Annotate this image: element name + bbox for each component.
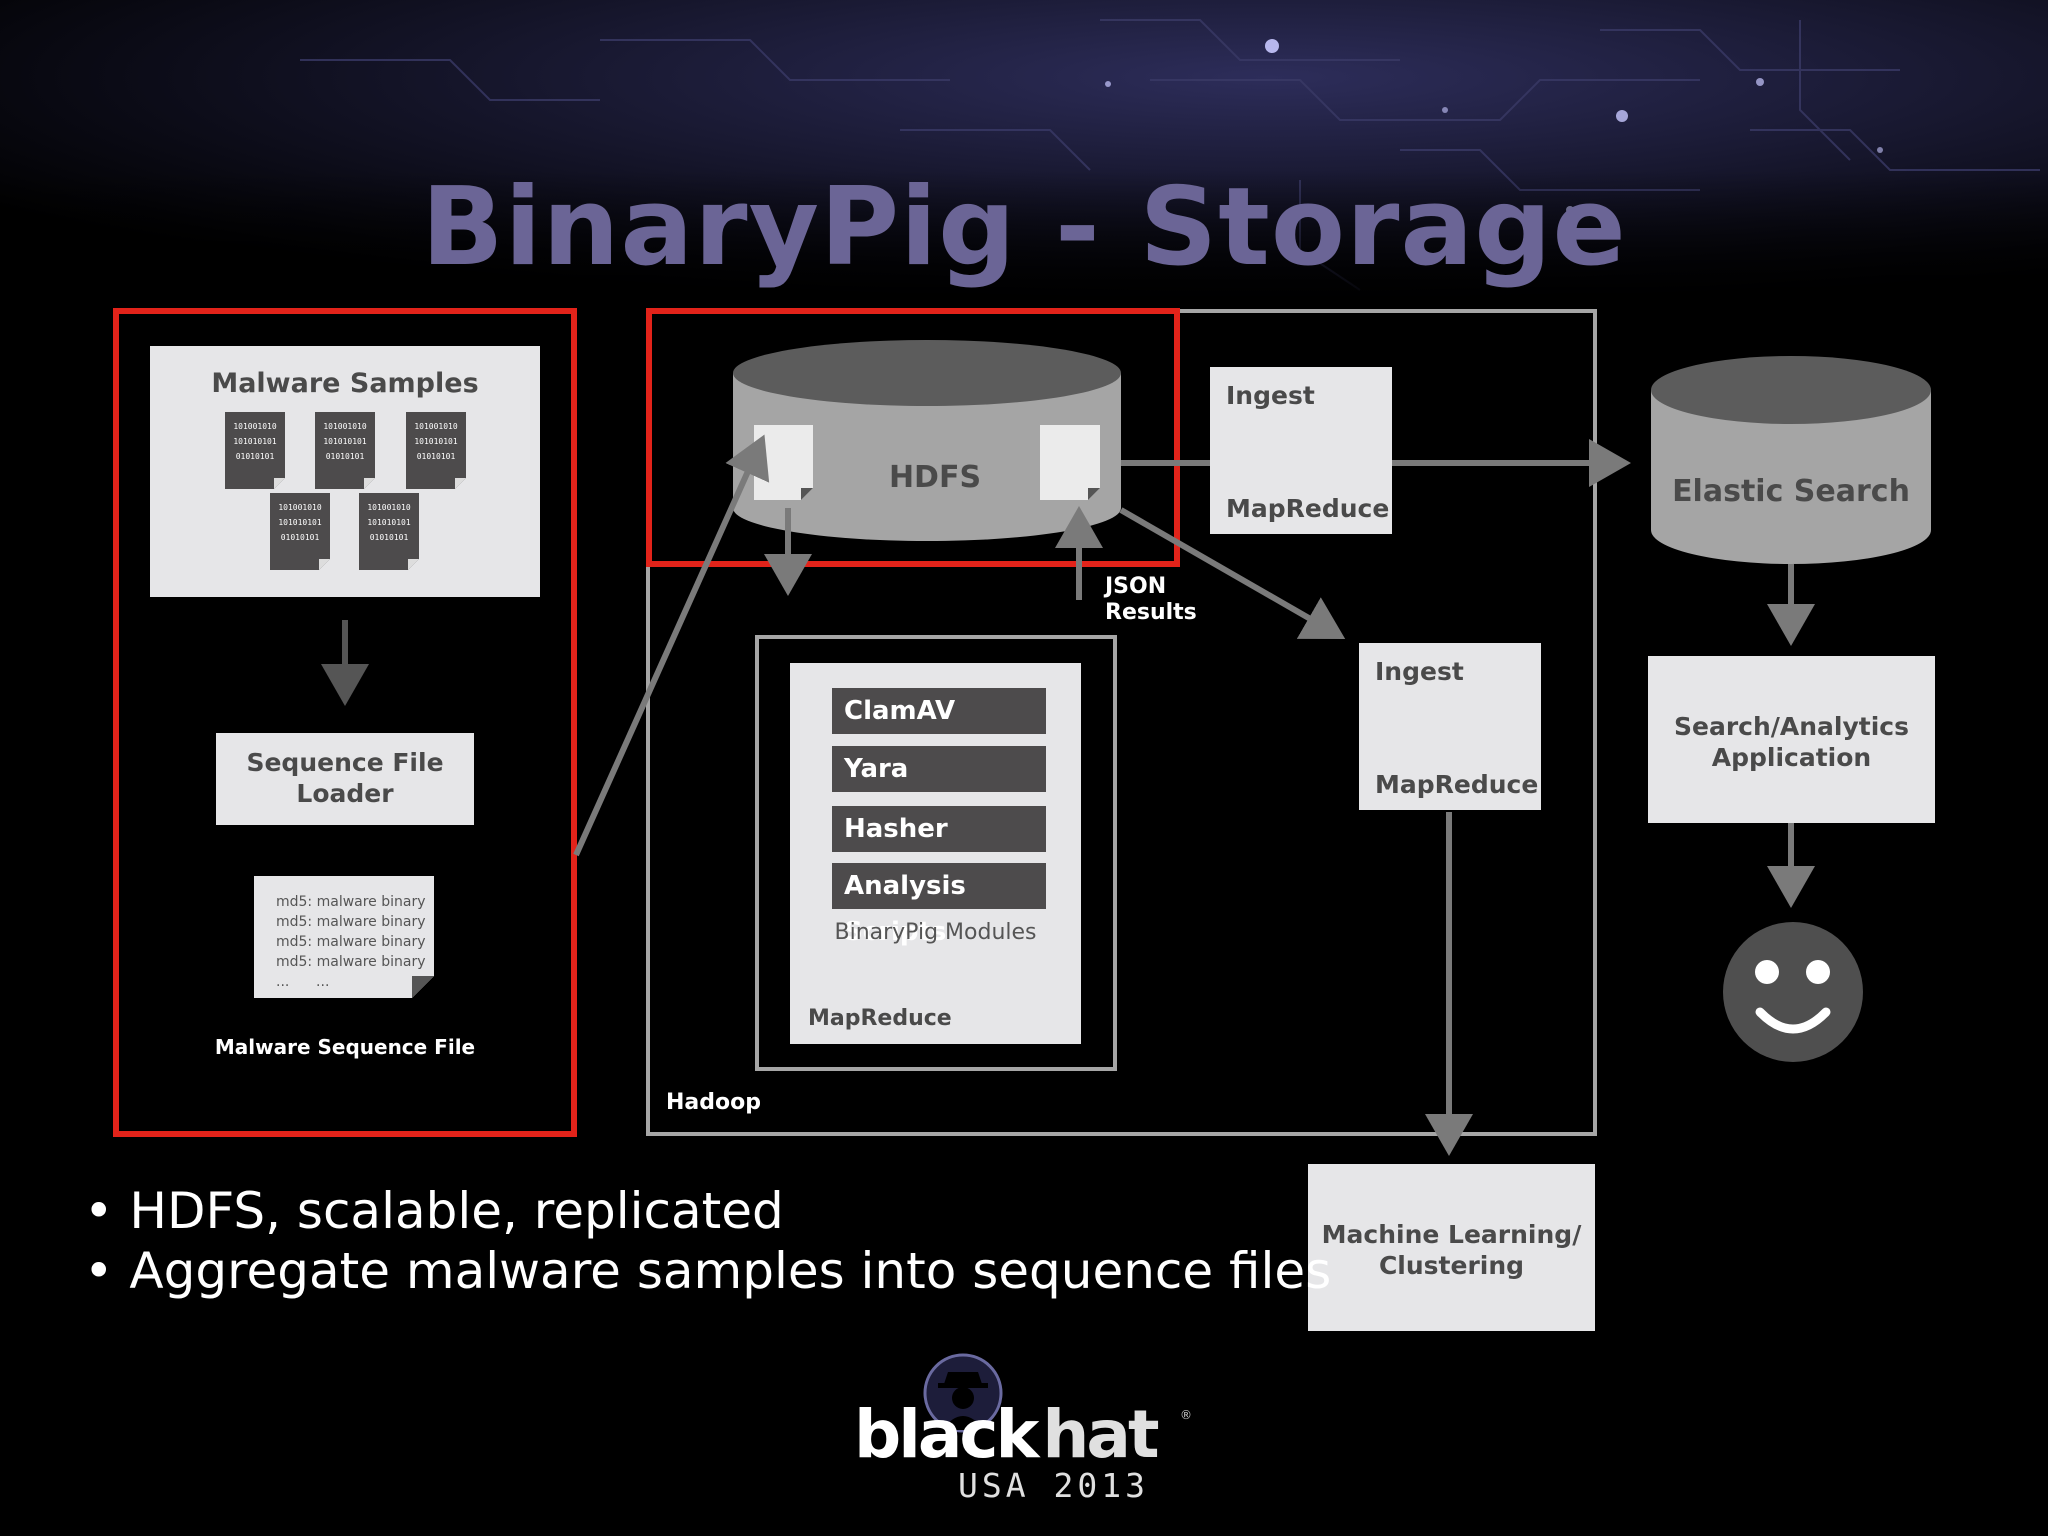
binary-document-icon: 101001010 101010101 01010101 [359,493,419,570]
search-analytics-label: Search/Analytics Application [1673,712,1909,772]
sequence-file-loader-box [216,733,474,825]
binary-text: 101001010 [278,503,322,512]
module-analysis-scripts: Analysis Scripts [832,863,1046,947]
binary-document-icon: 101001010 101010101 01010101 [406,412,466,489]
hadoop-label: Hadoop [666,1090,761,1115]
hdfs-cylinder [733,340,1121,541]
sequence-file-caption: Malware Sequence File [214,1035,476,1059]
elastic-search-label: Elastic Search [1672,474,1910,509]
sequence-file-loader-label: Sequence File Loader [246,748,444,808]
binary-text: 101010101 [233,437,277,446]
sequence-file-line: md5: malware binary [276,954,426,970]
bullet-1: • HDFS, scalable, replicated [84,1182,784,1240]
ingest-mapreduce-box-top [1210,367,1392,534]
logo-tagline: USA 2013 [958,1466,1149,1505]
sequence-file-line: ... ... [276,974,330,990]
json-results-label: JSON Results [1105,574,1197,626]
binary-text: 01010101 [369,533,409,542]
bullet-2: • Aggregate malware samples into sequenc… [84,1242,1332,1300]
binary-text: 01010101 [280,533,320,542]
binary-document-icon: 101001010 101010101 01010101 [315,412,375,489]
mapreduce-label-bottom: MapReduce [1375,770,1539,799]
ingest-label-top: Ingest [1226,381,1315,410]
search-analytics-box [1648,656,1935,823]
binary-text: 101001010 [323,422,367,431]
slide-title: BinaryPig - Storage [421,165,1627,290]
module-yara: Yara [832,746,1046,792]
logo-wordmark: blackhat [854,1396,1160,1473]
hdfs-label: HDFS [888,460,982,495]
binary-text: 01010101 [235,452,275,461]
mapreduce-label-top: MapReduce [1226,494,1390,523]
sequence-file-line: md5: malware binary [276,914,426,930]
module-hasher: Hasher [832,806,1046,852]
circuit-background [0,0,2048,310]
binary-text: 01010101 [416,452,456,461]
binary-document-icon: 101001010 101010101 01010101 [225,412,285,489]
sequence-file-lines: md5: malware binary md5: malware binary md… [276,892,426,992]
ingest-mapreduce-box-bottom [1359,643,1541,810]
sequence-file-line: md5: malware binary [276,894,426,910]
file-icon [1040,425,1100,500]
hat-man-icon [923,1353,1003,1433]
loader-highlight [113,308,577,1137]
file-icon [754,425,813,500]
sequence-file-line: md5: malware binary [276,934,426,950]
malware-samples-title: Malware Samples [211,368,479,399]
binary-text: 101010101 [414,437,458,446]
binary-text: 101001010 [367,503,411,512]
binary-text: 101010101 [278,518,322,527]
elastic-search-cylinder [1651,356,1931,564]
machine-learning-box [1308,1164,1595,1331]
module-clamav: ClamAV [832,688,1046,734]
sequence-file-document [254,876,434,998]
binary-text: 101001010 [414,422,458,431]
binary-text: 101010101 [367,518,411,527]
hdfs-highlight [646,308,1180,567]
binary-text: 01010101 [325,452,365,461]
smiley-face-icon [1723,922,1863,1062]
binary-text: 101010101 [323,437,367,446]
machine-learning-label: Machine Learning/ Clustering [1321,1220,1582,1280]
mapreduce-container [755,635,1117,1071]
binary-document-icon: 101001010 101010101 01010101 [270,493,330,570]
ingest-label-bottom: Ingest [1375,657,1464,686]
binary-text: 101001010 [233,422,277,431]
binarypig-modules-caption: BinaryPig Modules [834,920,1037,945]
mapreduce-caption: MapReduce [808,1006,952,1031]
logo-registered-mark: ® [1180,1408,1192,1422]
